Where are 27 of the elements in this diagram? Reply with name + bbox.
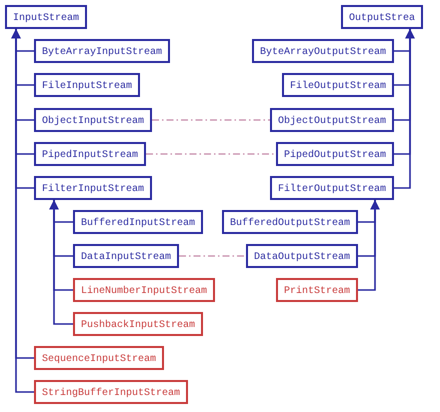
class-box: SequenceInputStream — [34, 346, 164, 370]
class-box: ByteArrayOutputStream — [252, 39, 394, 63]
class-box: BufferedInputStream — [73, 210, 204, 234]
class-box: PushbackInputStream — [73, 312, 204, 336]
class-box: BufferedOutputStream — [222, 210, 358, 234]
class-box: PipedInputStream — [34, 142, 146, 166]
inheritance-arrow — [358, 200, 380, 291]
inheritance-arrow — [49, 200, 73, 325]
class-box: FilterOutputStream — [270, 176, 394, 200]
class-box: PipedOutputStream — [276, 142, 394, 166]
class-box: FilterInputStream — [34, 176, 152, 200]
class-box: DataOutputStream — [246, 244, 358, 268]
class-box: StringBufferInputStream — [34, 380, 188, 404]
class-box: LineNumberInputStream — [73, 278, 216, 302]
class-box: FileOutputStream — [282, 73, 394, 97]
inheritance-arrow — [394, 29, 415, 189]
class-box: FileInputStream — [34, 73, 140, 97]
dash-dot-line — [152, 119, 270, 121]
class-box: ByteArrayInputStream — [34, 39, 170, 63]
class-box: ObjectOutputStream — [270, 108, 394, 132]
class-box: DataInputStream — [73, 244, 180, 268]
dash-dot-line — [179, 255, 246, 257]
class-box: InputStream — [5, 5, 88, 29]
class-box: ObjectInputStream — [34, 108, 152, 132]
dash-dot-line — [146, 153, 276, 155]
class-box: PrintStream — [276, 278, 358, 302]
class-box: OutputStrea — [341, 5, 424, 29]
